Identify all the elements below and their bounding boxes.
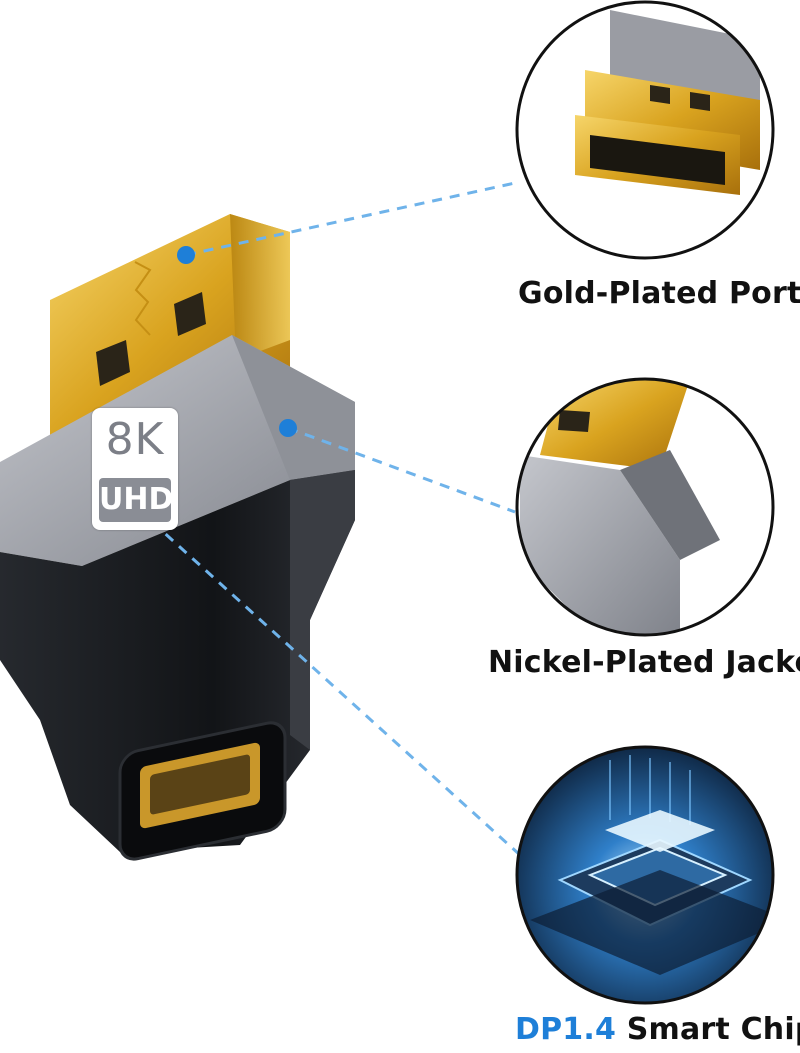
callout-dot-jacket: [279, 419, 297, 437]
caption-chip-prefix: DP1.4: [515, 1012, 617, 1047]
caption-nickel-plated-jacket: Nickel-Plated Jacket: [488, 645, 800, 680]
badge-8k-text: 8K: [105, 414, 165, 465]
closeup-smart-chip: [515, 745, 775, 1005]
8k-uhd-badge: 8K UHD: [92, 408, 178, 530]
callout-lines: [137, 181, 522, 857]
caption-smart-chip: DP1.4 Smart Chip: [515, 1012, 800, 1047]
black-body: [0, 470, 355, 861]
caption-gold-plated-port: Gold-Plated Port: [518, 276, 800, 311]
callout-dot-gold: [177, 246, 195, 264]
closeup-gold-port: [515, 0, 775, 260]
closeup-nickel-jacket: [515, 377, 775, 637]
badge-uhd-text: UHD: [99, 478, 173, 522]
caption-chip-suffix: Smart Chip: [616, 1012, 800, 1047]
